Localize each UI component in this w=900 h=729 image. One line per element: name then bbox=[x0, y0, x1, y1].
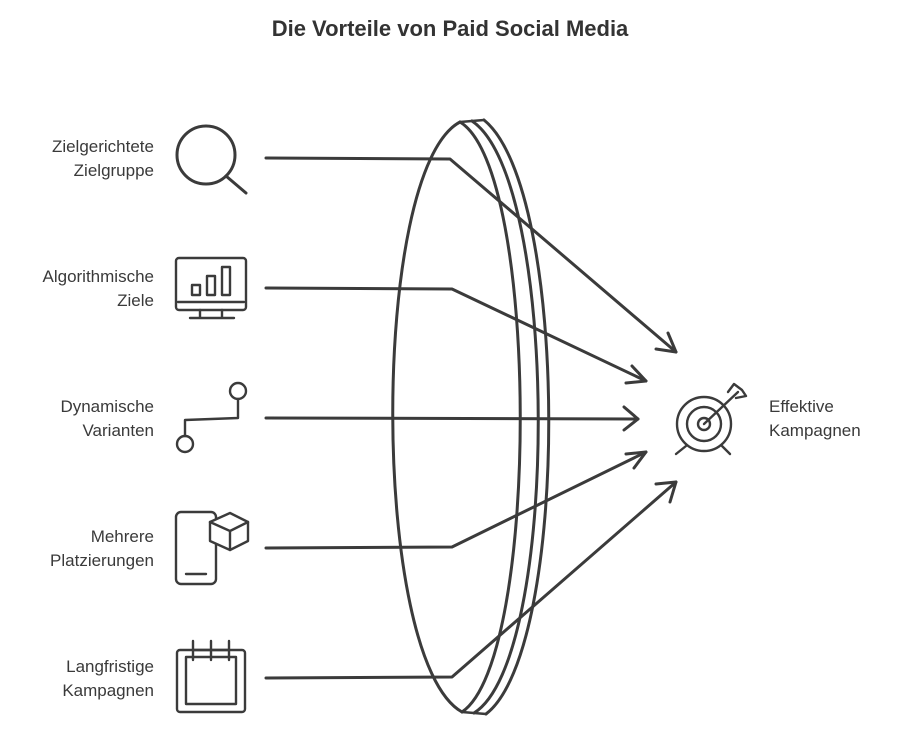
label-platzierungen: Mehrere Platzierungen bbox=[50, 527, 154, 570]
target-arrow-icon bbox=[674, 382, 748, 456]
arrow-langfristig bbox=[264, 480, 678, 680]
label-varianten: Dynamische Varianten bbox=[60, 397, 154, 440]
phone-box-icon bbox=[174, 510, 250, 586]
arrow-ziele bbox=[264, 286, 648, 385]
label-zielgruppe: Zielgerichtete Zielgruppe bbox=[51, 137, 154, 180]
arrow-varianten bbox=[264, 405, 640, 432]
calendar-icon bbox=[175, 639, 247, 714]
label-ziele: Algorithmische Ziele bbox=[42, 267, 155, 310]
path-nodes-icon bbox=[175, 381, 248, 454]
magnifier-icon bbox=[175, 124, 248, 195]
bar-chart-monitor-icon bbox=[174, 256, 248, 320]
label-kampagnen: Langfristige Kampagnen bbox=[62, 657, 154, 700]
label-effektive-kampagnen: Effektive Kampagnen bbox=[769, 397, 861, 440]
arrow-platzierungen bbox=[264, 450, 648, 550]
arrow-zielgruppe bbox=[264, 156, 678, 354]
diagram-title: Die Vorteile von Paid Social Media bbox=[271, 16, 629, 41]
